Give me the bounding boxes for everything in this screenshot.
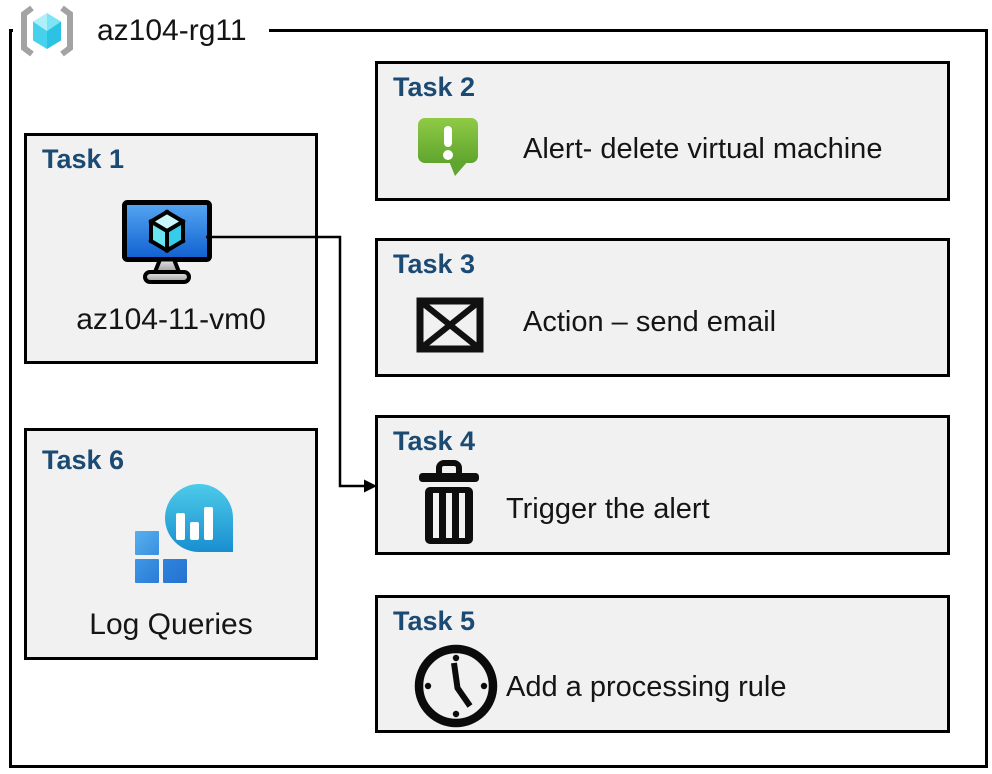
log-queries-tile — [135, 559, 159, 583]
resource-group-icon — [21, 5, 73, 57]
task1-label: az104-11-vm0 — [76, 303, 266, 336]
task2-card: Task 2 Alert- delete virtual machine — [375, 61, 950, 201]
task4-label: Trigger the alert — [506, 493, 710, 525]
task6-heading: Task 6 — [42, 445, 125, 475]
resource-group-border — [9, 29, 988, 768]
email-icon — [416, 297, 484, 353]
task3-heading: Task 3 — [393, 249, 476, 279]
task6-card: Task 6 Log Queries — [24, 428, 318, 660]
log-queries-bar — [204, 507, 213, 540]
trash-icon — [419, 460, 479, 544]
task2-label: Alert- delete virtual machine — [523, 133, 883, 165]
task3-label: Action – send email — [523, 306, 777, 338]
task2-heading: Task 2 — [393, 72, 476, 102]
log-queries-bar — [190, 522, 199, 540]
task1-card: Task 1 az104-11-vm0 — [24, 133, 318, 364]
task5-heading: Task 5 — [393, 606, 476, 636]
virtual-machine-icon — [122, 200, 212, 284]
clock-icon — [414, 644, 498, 728]
task5-card: Task 5 Add a processing rule — [375, 595, 950, 733]
log-queries-tile — [135, 531, 159, 555]
task3-card: Task 3 Action – send email — [375, 238, 950, 377]
task4-heading: Task 4 — [393, 426, 476, 456]
task1-heading: Task 1 — [42, 144, 125, 174]
task6-label: Log Queries — [89, 608, 253, 641]
resource-group-title: az104-rg11 — [97, 14, 247, 47]
alert-icon — [418, 118, 478, 176]
log-queries-bar — [176, 513, 185, 540]
log-queries-icon — [135, 484, 239, 584]
resource-group-header: az104-rg11 — [13, 2, 269, 60]
task5-label: Add a processing rule — [506, 671, 787, 703]
task4-card: Task 4 Trigger the alert — [375, 415, 950, 555]
log-queries-tile — [163, 559, 187, 583]
